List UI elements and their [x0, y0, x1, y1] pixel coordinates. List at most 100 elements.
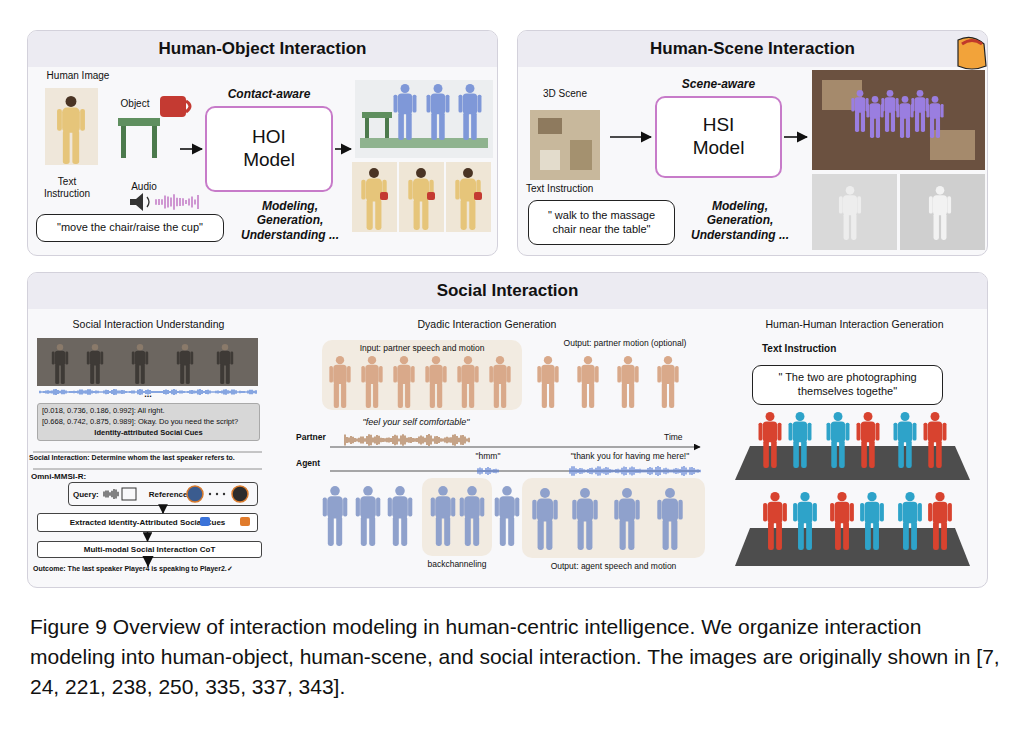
figure-arm [347, 366, 351, 383]
wave-bar [117, 391, 118, 394]
figure-head [770, 492, 779, 501]
result-image [355, 80, 493, 158]
person-silhouette [52, 344, 68, 384]
floor-plane [735, 528, 970, 566]
wave-bar [193, 390, 194, 393]
figure-head [622, 488, 632, 498]
figure-leg [885, 111, 889, 132]
wave-bar [396, 436, 397, 445]
wave-bar [699, 470, 700, 473]
figure-head [901, 412, 910, 421]
figure-torso [902, 502, 917, 523]
figure-head [400, 356, 408, 364]
figure-head [932, 96, 939, 103]
wave-bar [466, 438, 467, 441]
figure-arm [555, 366, 559, 383]
wave-bar [41, 391, 42, 393]
figure-leg [439, 112, 445, 140]
figure-head [766, 412, 775, 421]
figure-torso [90, 351, 100, 366]
figure-arm [459, 95, 463, 113]
figure-arm [408, 180, 412, 200]
wave-bar [366, 436, 367, 444]
wave-bar [639, 469, 640, 473]
figure-leg [186, 364, 190, 384]
figure-arm [617, 366, 621, 383]
wave-bar [613, 470, 614, 473]
logo-mark [958, 37, 986, 69]
figure-arm [880, 503, 884, 522]
figure-arm [379, 366, 383, 383]
illustration [33, 37, 986, 566]
wave-bar [462, 435, 463, 445]
figure-arm [451, 497, 455, 516]
wave-bar [400, 436, 401, 445]
wave-bar [380, 438, 381, 443]
outcome-text: Outcome: The last speaker Player4 is spe… [33, 565, 273, 573]
agent-figure [460, 486, 485, 546]
figure-arm [881, 104, 884, 117]
figure-leg [444, 516, 450, 546]
wave-bar [95, 390, 96, 393]
wave-bar [581, 468, 582, 473]
figure-head [466, 84, 475, 93]
figure-leg [398, 112, 404, 140]
task-statement: Social Interaction: Determine whom the l… [29, 454, 274, 462]
figure-torso [861, 422, 876, 443]
wave-bar [143, 391, 144, 393]
wave-bar [63, 390, 64, 395]
figure-leg [63, 130, 70, 164]
wave-bar [101, 391, 102, 393]
wave-bar [589, 468, 590, 474]
wave-bar [107, 390, 108, 394]
wave-bar [65, 390, 66, 393]
wave-bar [398, 438, 399, 441]
agent-figure [532, 488, 557, 550]
figure-arm [343, 497, 347, 516]
figure-head [92, 344, 98, 350]
model-name: HOI Model [207, 108, 331, 190]
column-heading: Dyadic Interaction Generation [357, 318, 617, 331]
figure-arm [881, 98, 884, 111]
figure-torso [392, 496, 408, 518]
figure-arm [87, 352, 90, 365]
panel-title: Human-Object Interaction [28, 31, 497, 67]
figure-arm [941, 104, 944, 117]
figure-head [902, 96, 909, 103]
box-caption: Output: agent speech and motion [482, 561, 745, 571]
agent-figure [572, 488, 597, 550]
model-box: Contact-awareHOI Model [205, 106, 333, 192]
wave-bar [493, 469, 494, 473]
wave-bar [133, 390, 134, 393]
interaction-figure [928, 492, 952, 550]
wave-bar [579, 468, 580, 474]
scene-furniture [570, 140, 592, 170]
figure-arm [759, 423, 763, 441]
wave-bar [151, 391, 152, 393]
wave-bar [358, 438, 359, 443]
figure-arm [808, 423, 812, 441]
wave-bar [605, 467, 606, 475]
model-tag: Scene-aware [627, 77, 810, 91]
wave-bar [155, 391, 156, 393]
figure-leg [861, 111, 865, 132]
instruction-text: "move the chair/raise the cup" [57, 221, 203, 235]
instruction-bubble: " walk to the massage chair near the tab… [528, 200, 675, 245]
wave-bar [194, 199, 195, 204]
figure-torso [843, 195, 857, 215]
wave-bar [691, 467, 692, 475]
wave-bar [159, 391, 160, 393]
result-image [812, 70, 985, 170]
figure-leg [463, 112, 469, 140]
figure-head [368, 356, 376, 364]
figure-head [432, 356, 440, 364]
interaction-figure [860, 492, 884, 550]
wave-bar [402, 434, 403, 445]
wave-bar [197, 195, 198, 209]
figure-head [137, 344, 143, 350]
wave-bar [491, 470, 492, 473]
wave-bar [153, 391, 154, 393]
figure-leg [473, 516, 479, 546]
figure-leg [334, 382, 339, 408]
scene-furniture [930, 130, 975, 160]
